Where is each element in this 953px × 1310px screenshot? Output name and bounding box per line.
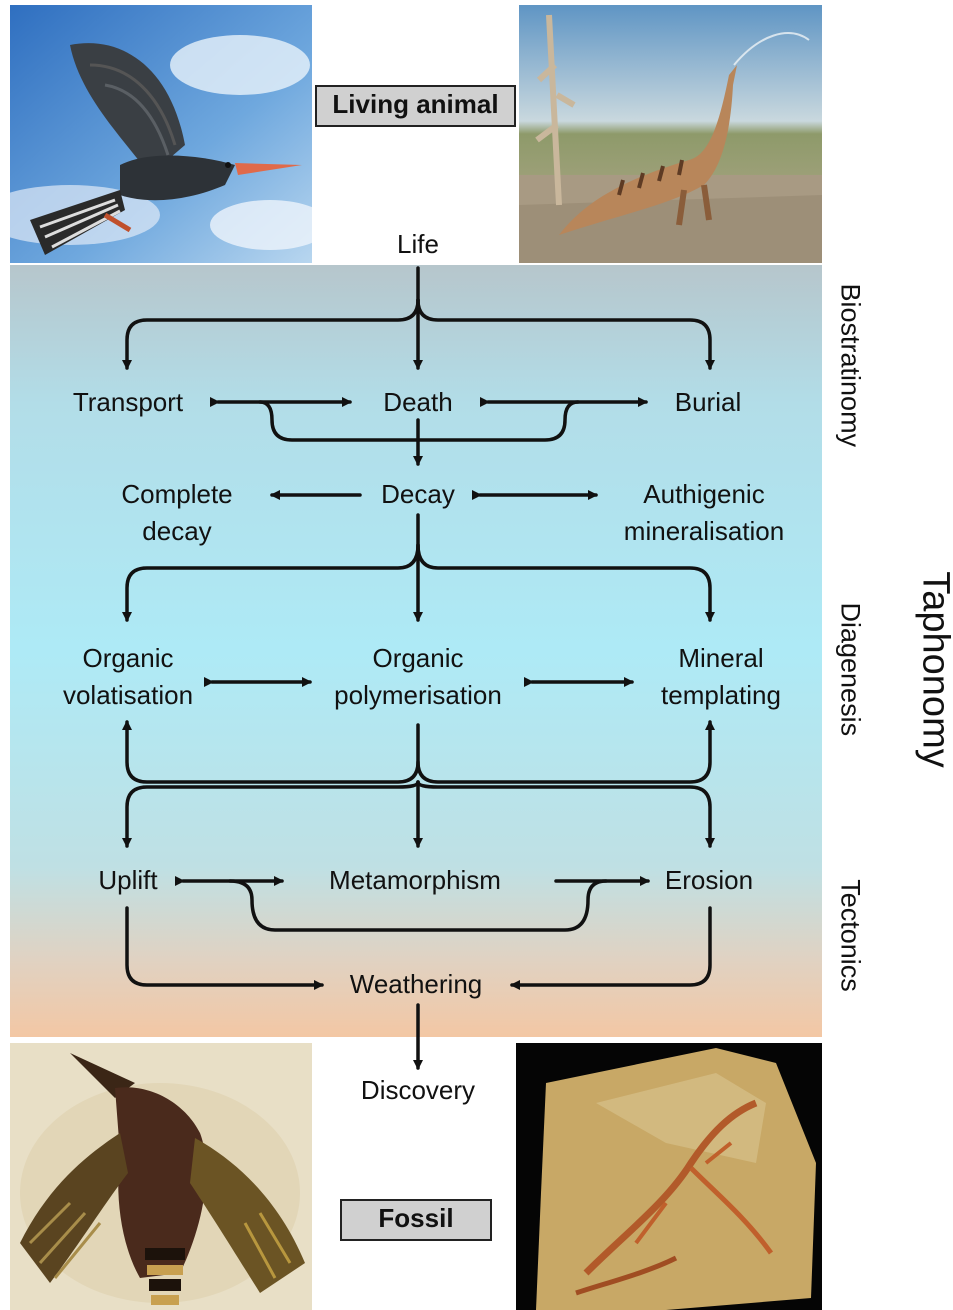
arrow-back-volatisation <box>127 722 418 782</box>
node-uplift: Uplift <box>78 862 178 899</box>
node-death: Death <box>348 384 488 421</box>
node-decay: Decay <box>348 476 488 513</box>
arrow-to-uplift <box>127 782 418 846</box>
arrow-life-burial <box>418 300 710 368</box>
node-discovery: Discovery <box>328 1072 508 1109</box>
node-weathering: Weathering <box>326 966 506 1003</box>
node-organic-polymerisation-line2: polymerisation <box>318 677 518 714</box>
node-organic-volatisation-line2: volatisation <box>38 677 218 714</box>
node-metamorphism: Metamorphism <box>300 862 530 899</box>
arrow-to-erosion <box>418 782 710 846</box>
arrow-uplift-weathering <box>127 908 322 985</box>
arrow-back-templating <box>418 722 710 782</box>
node-organic-polymerisation-line1: Organic <box>318 640 518 677</box>
stage-diagenesis: Diagenesis <box>835 603 866 733</box>
living-animal-box: Living animal <box>315 85 516 127</box>
stage-taphonomy: Taphonomy <box>914 570 953 770</box>
node-authigenic-line1: Authigenic <box>604 476 804 513</box>
fossil-box: Fossil <box>340 1199 492 1241</box>
node-mineral-templating-line2: templating <box>636 677 806 714</box>
stage-biostratinomy: Biostratinomy <box>835 284 866 444</box>
node-life: Life <box>368 226 468 263</box>
node-complete-decay-line2: decay <box>97 513 257 550</box>
node-transport: Transport <box>48 384 208 421</box>
node-mineral-templating-line1: Mineral <box>636 640 806 677</box>
arrow-decay-templating <box>418 545 710 620</box>
arrow-decay-volatisation <box>127 545 418 620</box>
node-burial: Burial <box>648 384 768 421</box>
node-complete-decay-line1: Complete <box>97 476 257 513</box>
node-authigenic-line2: mineralisation <box>604 513 804 550</box>
node-organic-volatisation-line1: Organic <box>38 640 218 677</box>
stage-tectonics: Tectonics <box>835 876 866 996</box>
node-erosion: Erosion <box>648 862 770 899</box>
arrow-erosion-weathering <box>512 908 710 985</box>
arrow-life-transport <box>127 300 418 368</box>
